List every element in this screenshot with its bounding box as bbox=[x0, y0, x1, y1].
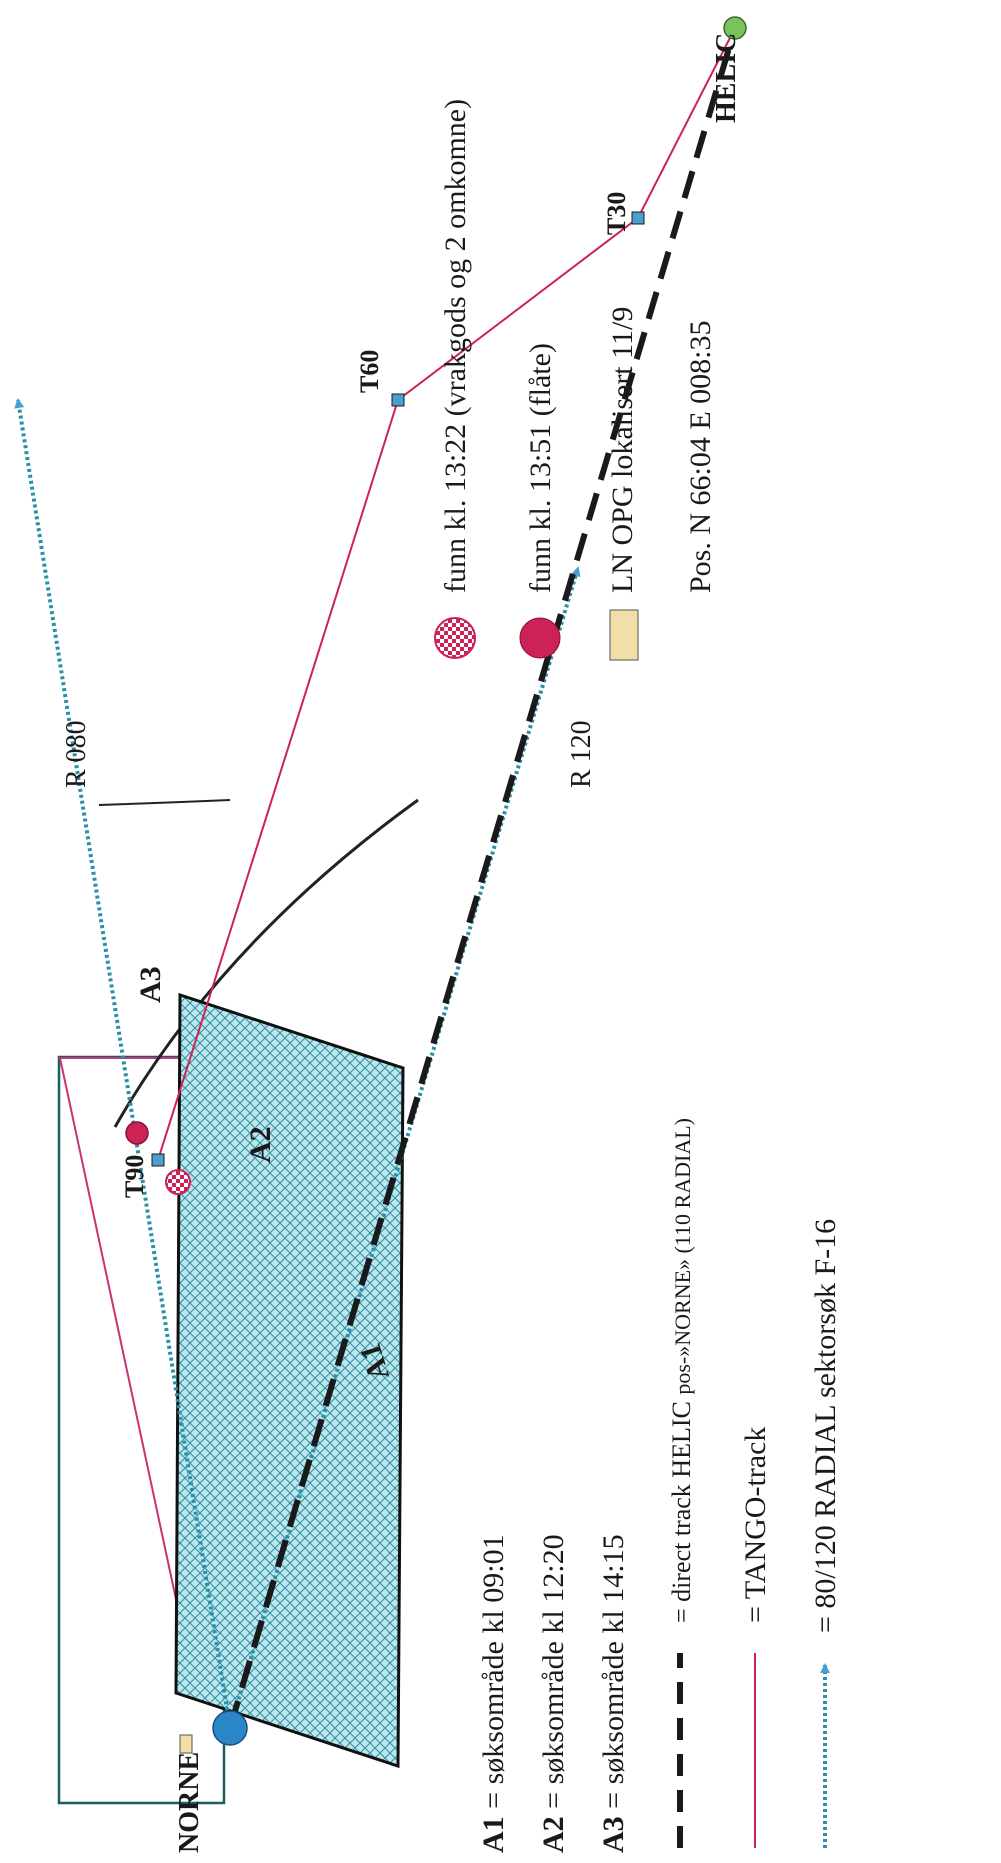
position-text: Pos. N 66:04 E 008:35 bbox=[684, 320, 717, 593]
legend-direct-track: = direct track HELIC pos-»NORNE» (110 RA… bbox=[667, 1118, 696, 1623]
waypoint-t60-label: T60 bbox=[355, 350, 384, 393]
waypoint-t90-label: T90 bbox=[120, 1155, 149, 1198]
legend-area-a2: A2 = søksområde kl 12:20 bbox=[537, 1534, 570, 1853]
legend-direct-track-main: = direct track HELIC bbox=[667, 1395, 696, 1623]
legend-direct-track-tail: (110 RADIAL) bbox=[670, 1118, 695, 1259]
tango-track-line bbox=[157, 27, 736, 1161]
legend-area-a1-code: A1 bbox=[477, 1816, 510, 1853]
track-legend: A1 = søksområde kl 09:01 A2 = søksområde… bbox=[477, 1118, 842, 1853]
legend-area-a3-text: = søksområde kl 14:15 bbox=[597, 1534, 630, 1816]
waypoint-t30-label: T30 bbox=[602, 192, 631, 235]
waypoint-t90-marker bbox=[151, 1153, 165, 1167]
legend-radial-text: = 80/120 RADIAL sektorsøk F-16 bbox=[809, 1219, 842, 1633]
checkered-circle-icon bbox=[434, 617, 476, 659]
area-a1 bbox=[174, 992, 405, 1769]
area-a3-diagonal bbox=[59, 1057, 196, 1689]
legend-tango-text: = TANGO-track bbox=[739, 1427, 772, 1623]
find-debris-marker bbox=[165, 1169, 191, 1195]
opg-located-text: LN OPG lokalisert 11/9 bbox=[606, 307, 639, 593]
opg-location-marker bbox=[179, 1734, 193, 1754]
radial-120-label: R 120 bbox=[566, 720, 597, 788]
legend-area-a2-text: = søksområde kl 12:20 bbox=[537, 1534, 570, 1816]
legend-area-a1-text: = søksområde kl 09:01 bbox=[477, 1534, 510, 1816]
filled-circle-icon bbox=[519, 617, 561, 659]
helic-marker bbox=[723, 16, 747, 40]
radial-080-line bbox=[14, 398, 232, 1729]
legend-direct-track-small: pos-»NORNE» bbox=[670, 1259, 695, 1395]
waypoint-t60-marker bbox=[391, 393, 405, 407]
norne-marker bbox=[212, 1710, 248, 1746]
area-a2-arc bbox=[113, 798, 419, 1128]
rectangle-icon bbox=[609, 609, 639, 661]
find-raft-marker bbox=[125, 1121, 149, 1145]
find-debris-text: funn kl. 13:22 (vrakgods og 2 omkomne) bbox=[439, 99, 472, 593]
legend-area-a2-code: A2 bbox=[537, 1816, 570, 1853]
radial-080-label: R 080 bbox=[61, 720, 92, 788]
area-a2-label: A2 bbox=[244, 1126, 277, 1163]
legend-area-a3: A3 = søksområde kl 14:15 bbox=[597, 1534, 630, 1853]
area-a3-arc bbox=[98, 799, 231, 806]
area-a3-label: A3 bbox=[134, 966, 167, 1003]
waypoint-t30-marker bbox=[631, 211, 645, 225]
legend-area-a1: A1 = søksområde kl 09:01 bbox=[477, 1534, 510, 1853]
finds-legend: funn kl. 13:22 (vrakgods og 2 omkomne) f… bbox=[434, 99, 717, 661]
helic-label: HELIC bbox=[711, 33, 742, 123]
norne-label: NORNE bbox=[174, 1752, 205, 1853]
direct-track-line bbox=[227, 27, 738, 1729]
find-raft-text: funn kl. 13:51 (flåte) bbox=[524, 343, 557, 593]
legend-area-a3-code: A3 bbox=[597, 1816, 630, 1853]
